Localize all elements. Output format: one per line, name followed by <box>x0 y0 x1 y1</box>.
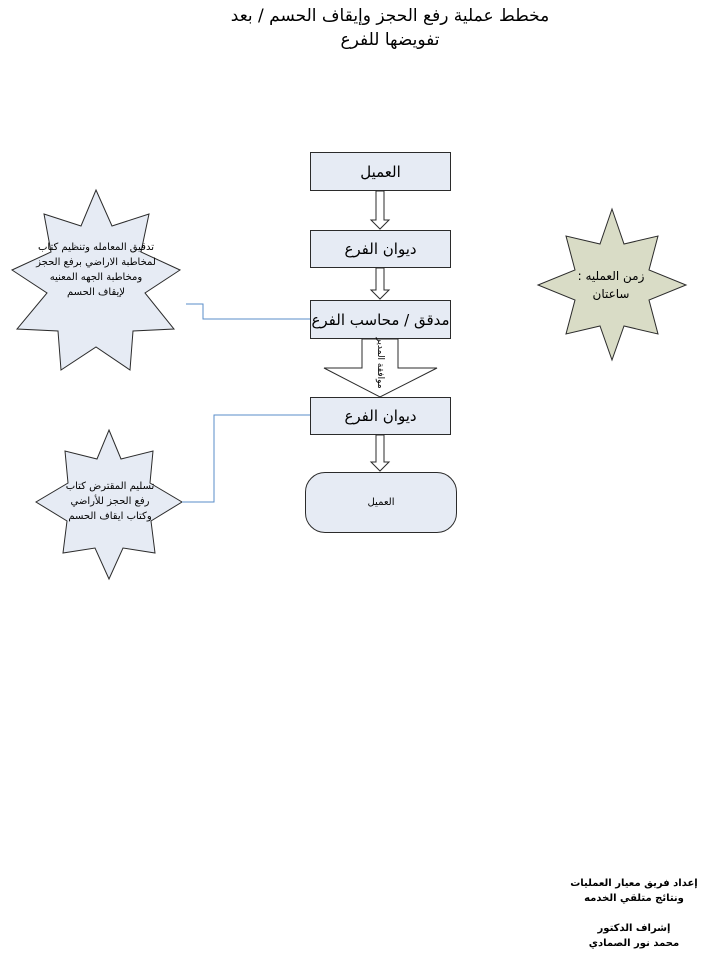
decision-arrow-label: موافقة المدير <box>375 337 385 389</box>
diagram-title: مخطط عملية رفع الحجز وإيقاف الحسم / بعد … <box>180 4 600 52</box>
credits-line-1: إعداد فريق معيار العمليات <box>570 878 698 889</box>
star-note-2-shape <box>35 428 183 581</box>
connector-note-2 <box>182 414 310 503</box>
credits: إعداد فريق معيار العمليات ونتائج متلقي ا… <box>560 876 708 951</box>
title-line-2: تفويضها للفرع <box>340 30 440 50</box>
flow-box-client-label: العميل <box>360 162 401 181</box>
flow-box-branch-office-label: ديوان الفرع <box>344 240 417 258</box>
flow-end-client: العميل <box>305 472 457 533</box>
decision-arrow-shape <box>323 338 438 398</box>
star-duration-shape <box>536 207 688 362</box>
flow-box-branch-office-2-label: ديوان الفرع <box>344 407 417 425</box>
star-duration-text: زمن العمليه : ساعتان <box>577 269 645 301</box>
star-note-1-text: تدقيق المعامله وتنظيم كتاب لمخاطبة الارا… <box>36 242 156 298</box>
title-line-1: مخطط عملية رفع الحجز وإيقاف الحسم / بعد <box>230 6 550 26</box>
flow-end-client-label: العميل <box>367 497 395 508</box>
star-note-2-text: تسليم المقترض كتاب رفع الحجز للأراضي وكت… <box>65 481 155 522</box>
flow-box-branch-office-2: ديوان الفرع <box>310 397 451 435</box>
flow-box-branch-office: ديوان الفرع <box>310 230 451 268</box>
credits-line-4: محمد نور الصمادي <box>588 938 680 949</box>
arrow-1 <box>369 190 391 230</box>
flow-box-client: العميل <box>310 152 451 191</box>
arrow-2 <box>369 267 391 300</box>
flow-box-auditor: مدقق / محاسب الفرع <box>310 300 451 339</box>
credits-line-3: إشراف الدكتور <box>597 923 671 934</box>
connector-note-1 <box>186 303 310 320</box>
star-note-1-shape <box>10 188 182 371</box>
flow-box-auditor-label: مدقق / محاسب الفرع <box>311 310 450 329</box>
credits-line-2: ونتائج متلقي الخدمه <box>584 893 684 904</box>
arrow-4 <box>369 434 391 472</box>
